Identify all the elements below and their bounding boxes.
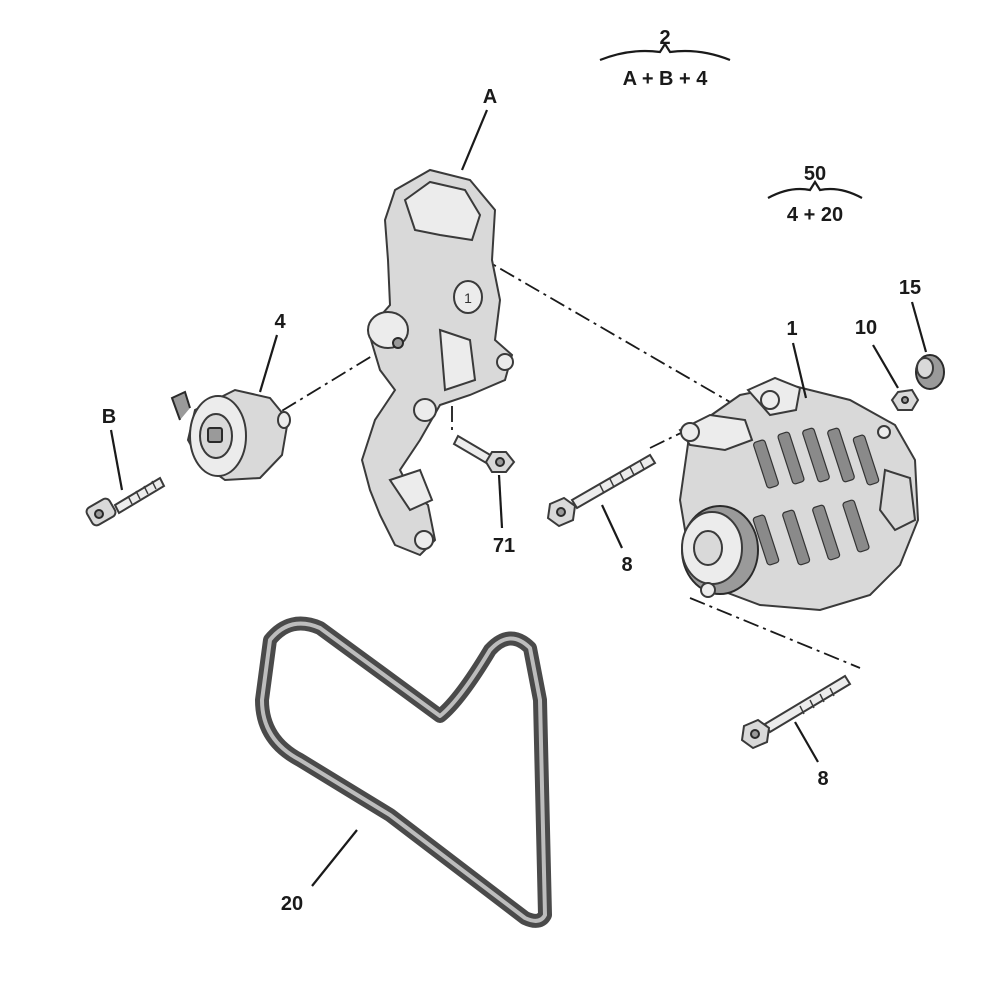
leader-4 (258, 334, 279, 393)
bolt-B (85, 476, 166, 527)
alternator-1 (678, 376, 920, 612)
callout-15: 15 (899, 277, 921, 299)
leader-1 (791, 342, 808, 399)
bolt-71 (452, 434, 516, 473)
group-50-contents: 4 + 20 (787, 204, 843, 226)
leader-15 (910, 301, 928, 353)
drive-belt-20 (255, 616, 552, 928)
callout-8-top: 8 (621, 554, 632, 576)
leader-A (460, 109, 489, 171)
group-2-brace (599, 41, 731, 62)
group-50-number: 50 (804, 163, 826, 185)
group-2-contents: A + B + 4 (623, 68, 709, 90)
callout-8-bottom: 8 (817, 768, 828, 790)
assembly-line-alternator-to-bolt8 (689, 597, 861, 669)
leader-8-top (601, 504, 623, 549)
mounting-bracket-A: 1 (360, 168, 514, 557)
callout-A: A (483, 86, 497, 108)
callout-4: 4 (274, 311, 286, 333)
group-50-brace (767, 179, 863, 199)
group-label-50: 50 4 + 20 (767, 163, 863, 226)
leader-20 (311, 829, 358, 887)
group-label-2: 2 A + B + 4 (599, 27, 731, 90)
leader-71 (497, 474, 504, 529)
leader-B (109, 429, 124, 491)
leader-8-bottom (794, 721, 819, 763)
cap-15 (915, 354, 945, 390)
nut-10 (890, 388, 920, 411)
belt-tensioner-4 (170, 388, 291, 482)
callout-B: B (102, 406, 116, 428)
callout-10: 10 (855, 317, 877, 339)
svg-text:1: 1 (464, 290, 472, 306)
callout-71: 71 (493, 535, 515, 557)
leader-10 (872, 344, 899, 389)
callout-1: 1 (786, 318, 797, 340)
bolt-8-bottom (740, 674, 852, 750)
bolt-8-top (546, 453, 657, 528)
callout-20: 20 (281, 893, 303, 915)
group-2-number: 2 (659, 27, 670, 49)
tensioner-spring-arm (170, 390, 191, 421)
